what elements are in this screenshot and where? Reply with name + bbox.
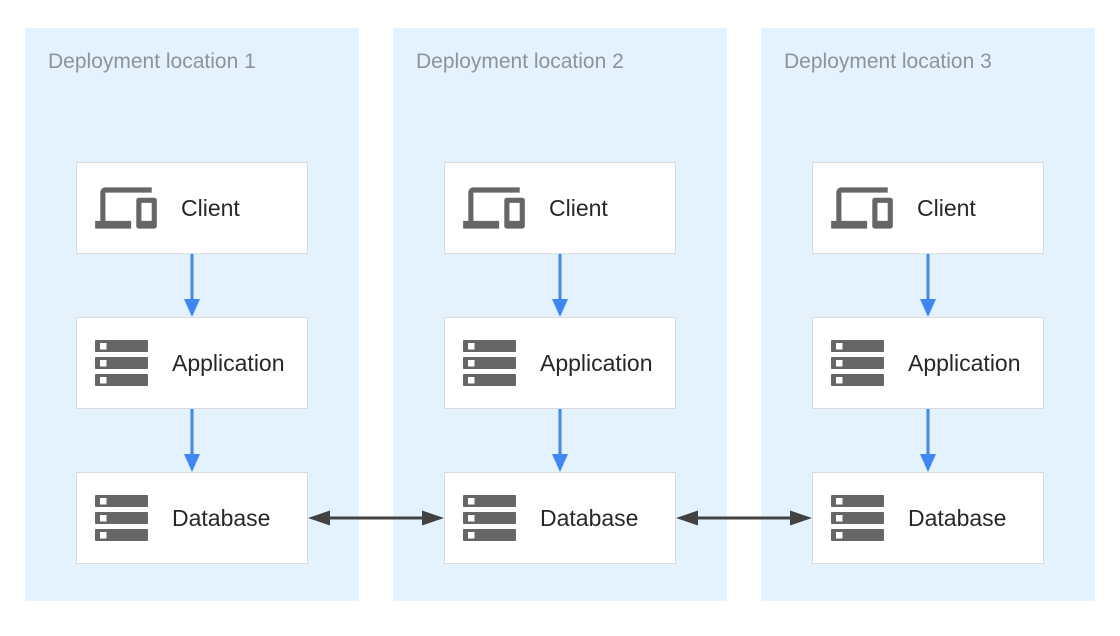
node-label: Application: [540, 349, 653, 376]
server-stack-icon: [831, 495, 884, 541]
node-label: Database: [540, 504, 639, 531]
node-application: Application: [812, 317, 1044, 409]
deployment-location-panel-2: Deployment location 2 Client Application: [393, 28, 727, 601]
flow-arrow-client-application-2: [550, 254, 570, 317]
node-database: Database: [812, 472, 1044, 564]
node-client: Client: [76, 162, 308, 254]
devices-icon: [831, 181, 893, 235]
panel-title: Deployment location 3: [784, 50, 992, 73]
flow-arrow-client-application-1: [182, 254, 202, 317]
server-stack-icon: [463, 340, 516, 386]
node-label: Application: [172, 349, 285, 376]
panel-title: Deployment location 1: [48, 50, 256, 73]
flow-arrow-application-database-3: [918, 409, 938, 472]
server-stack-icon: [95, 340, 148, 386]
flow-arrow-application-database-2: [550, 409, 570, 472]
node-label: Client: [181, 194, 240, 221]
server-stack-icon: [831, 340, 884, 386]
flow-arrow-client-application-3: [918, 254, 938, 317]
flow-arrow-application-database-1: [182, 409, 202, 472]
node-client: Client: [812, 162, 1044, 254]
node-database: Database: [444, 472, 676, 564]
panel-title: Deployment location 2: [416, 50, 624, 73]
node-application: Application: [76, 317, 308, 409]
deployment-location-panel-1: Deployment location 1 Client Application: [25, 28, 359, 601]
node-label: Client: [917, 194, 976, 221]
devices-icon: [463, 181, 525, 235]
node-label: Client: [549, 194, 608, 221]
node-client: Client: [444, 162, 676, 254]
node-label: Application: [908, 349, 1021, 376]
devices-icon: [95, 181, 157, 235]
server-stack-icon: [463, 495, 516, 541]
node-database: Database: [76, 472, 308, 564]
node-label: Database: [908, 504, 1007, 531]
server-stack-icon: [95, 495, 148, 541]
node-application: Application: [444, 317, 676, 409]
node-label: Database: [172, 504, 271, 531]
sync-arrow-database-1-2: [308, 506, 444, 530]
sync-arrow-database-2-3: [676, 506, 812, 530]
